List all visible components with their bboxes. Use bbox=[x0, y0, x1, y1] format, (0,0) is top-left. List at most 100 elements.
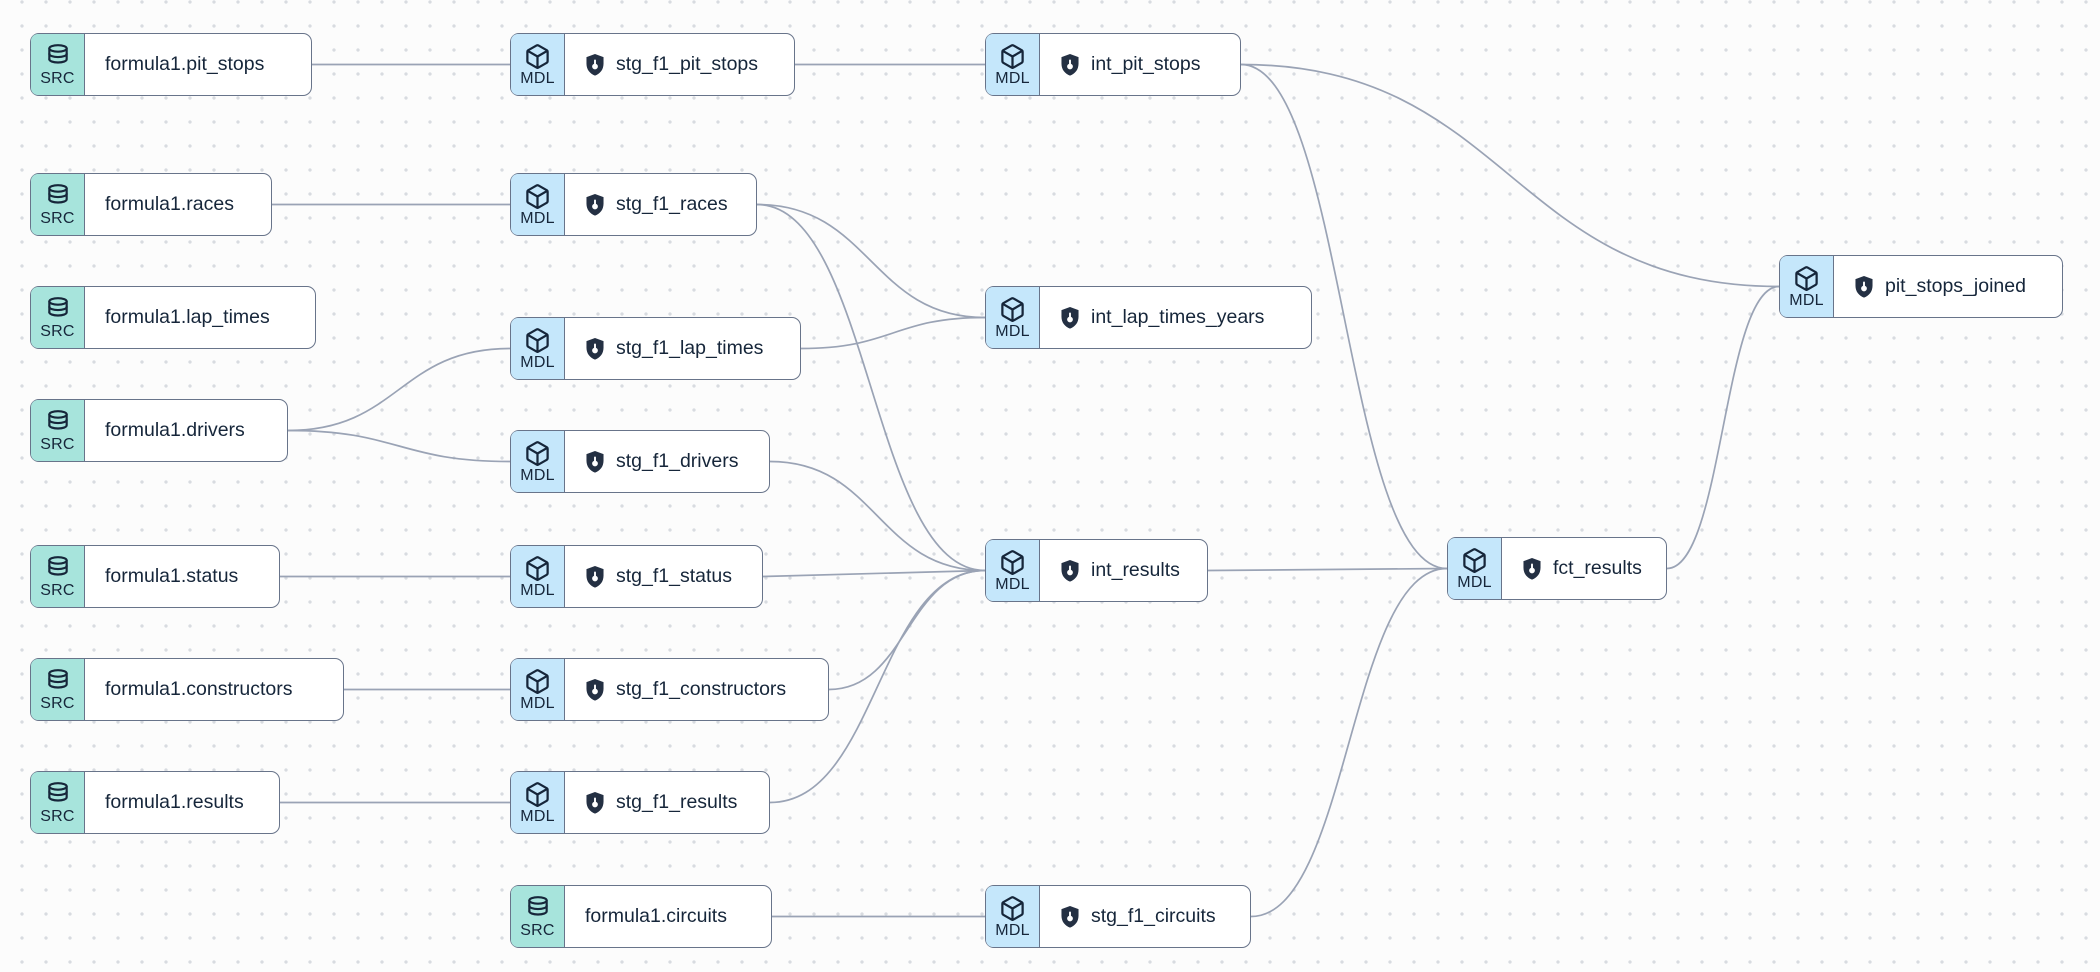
node-type-badge: SRC bbox=[31, 546, 85, 607]
node-formula1.status[interactable]: SRC formula1.status bbox=[30, 545, 280, 608]
node-formula1.drivers[interactable]: SRC formula1.drivers bbox=[30, 399, 288, 462]
shield-icon bbox=[1854, 275, 1874, 298]
edge-int_results--fct_results bbox=[1207, 567, 1448, 572]
node-label: int_results bbox=[1091, 558, 1180, 581]
node-stg_f1_lap_times[interactable]: MDL stg_f1_lap_times bbox=[510, 317, 801, 380]
edge-formula1.drivers--stg_f1_drivers bbox=[287, 429, 511, 463]
node-type-badge: MDL bbox=[1448, 538, 1502, 599]
node-int_results[interactable]: MDL int_results bbox=[985, 539, 1208, 602]
node-type-badge: SRC bbox=[31, 400, 85, 461]
database-icon bbox=[45, 183, 71, 209]
node-type-badge: MDL bbox=[511, 318, 565, 379]
node-pit_stops_joined[interactable]: MDL pit_stops_joined bbox=[1779, 255, 2063, 318]
shield-icon bbox=[585, 678, 605, 701]
node-label: formula1.lap_times bbox=[105, 305, 270, 328]
badge-label: SRC bbox=[40, 694, 75, 712]
node-body: formula1.races bbox=[85, 174, 271, 235]
node-fct_results[interactable]: MDL fct_results bbox=[1447, 537, 1667, 600]
cube-icon bbox=[524, 440, 551, 466]
node-type-badge: SRC bbox=[511, 886, 565, 947]
node-type-badge: MDL bbox=[986, 540, 1040, 601]
shield-icon bbox=[1060, 559, 1080, 582]
node-body: formula1.pit_stops bbox=[85, 34, 311, 95]
shield-icon bbox=[585, 53, 605, 76]
node-type-badge: MDL bbox=[511, 174, 565, 235]
cube-icon bbox=[1461, 547, 1488, 573]
edge-stg_f1_circuits--fct_results bbox=[1250, 567, 1448, 918]
database-icon bbox=[45, 781, 71, 807]
badge-label: SRC bbox=[40, 581, 75, 599]
node-type-badge: SRC bbox=[31, 659, 85, 720]
node-label: int_pit_stops bbox=[1091, 52, 1201, 75]
node-type-badge: MDL bbox=[1780, 256, 1834, 317]
badge-label: SRC bbox=[40, 435, 75, 453]
node-label: stg_f1_circuits bbox=[1091, 904, 1216, 927]
badge-label: MDL bbox=[995, 322, 1030, 340]
node-label: formula1.results bbox=[105, 790, 244, 813]
cube-icon bbox=[524, 781, 551, 807]
node-type-badge: MDL bbox=[986, 34, 1040, 95]
node-label: stg_f1_lap_times bbox=[616, 336, 764, 359]
node-body: stg_f1_pit_stops bbox=[565, 34, 794, 95]
node-formula1.results[interactable]: SRC formula1.results bbox=[30, 771, 280, 834]
node-body: stg_f1_status bbox=[565, 546, 762, 607]
badge-label: MDL bbox=[520, 353, 555, 371]
node-stg_f1_races[interactable]: MDL stg_f1_races bbox=[510, 173, 757, 236]
node-type-badge: MDL bbox=[511, 659, 565, 720]
node-stg_f1_circuits[interactable]: MDL stg_f1_circuits bbox=[985, 885, 1251, 948]
edge-stg_f1_status--int_results bbox=[762, 569, 986, 578]
badge-label: SRC bbox=[40, 209, 75, 227]
badge-label: MDL bbox=[520, 581, 555, 599]
node-formula1.pit_stops[interactable]: SRC formula1.pit_stops bbox=[30, 33, 312, 96]
badge-label: MDL bbox=[1789, 291, 1824, 309]
node-label: formula1.status bbox=[105, 564, 239, 587]
shield-icon bbox=[1060, 53, 1080, 76]
node-label: pit_stops_joined bbox=[1885, 274, 2026, 297]
node-formula1.races[interactable]: SRC formula1.races bbox=[30, 173, 272, 236]
database-icon bbox=[45, 555, 71, 581]
edge-stg_f1_races--int_results bbox=[756, 203, 986, 572]
node-label: fct_results bbox=[1553, 556, 1642, 579]
shield-icon bbox=[1060, 306, 1080, 329]
node-type-badge: MDL bbox=[511, 772, 565, 833]
node-body: stg_f1_races bbox=[565, 174, 756, 235]
cube-icon bbox=[524, 668, 551, 694]
node-int_pit_stops[interactable]: MDL int_pit_stops bbox=[985, 33, 1241, 96]
node-label: stg_f1_races bbox=[616, 192, 728, 215]
node-label: formula1.races bbox=[105, 192, 234, 215]
shield-icon bbox=[1522, 557, 1542, 580]
node-type-badge: SRC bbox=[31, 34, 85, 95]
badge-label: MDL bbox=[995, 921, 1030, 939]
edge-int_pit_stops--fct_results bbox=[1240, 63, 1448, 570]
node-label: stg_f1_pit_stops bbox=[616, 52, 759, 75]
badge-label: SRC bbox=[520, 921, 555, 939]
node-body: formula1.results bbox=[85, 772, 279, 833]
shield-icon bbox=[585, 565, 605, 588]
cube-icon bbox=[999, 43, 1026, 69]
badge-label: SRC bbox=[40, 69, 75, 87]
shield-icon bbox=[585, 337, 605, 360]
node-type-badge: SRC bbox=[31, 174, 85, 235]
badge-label: MDL bbox=[520, 807, 555, 825]
database-icon bbox=[45, 296, 71, 322]
shield-icon bbox=[585, 450, 605, 473]
node-stg_f1_status[interactable]: MDL stg_f1_status bbox=[510, 545, 763, 608]
node-label: stg_f1_status bbox=[616, 564, 732, 587]
node-body: pit_stops_joined bbox=[1834, 256, 2062, 317]
edge-stg_f1_lap_times--int_lap_times_years bbox=[800, 316, 986, 350]
node-type-badge: SRC bbox=[31, 772, 85, 833]
database-icon bbox=[45, 409, 71, 435]
badge-label: MDL bbox=[520, 466, 555, 484]
node-body: formula1.drivers bbox=[85, 400, 287, 461]
shield-icon bbox=[585, 791, 605, 814]
